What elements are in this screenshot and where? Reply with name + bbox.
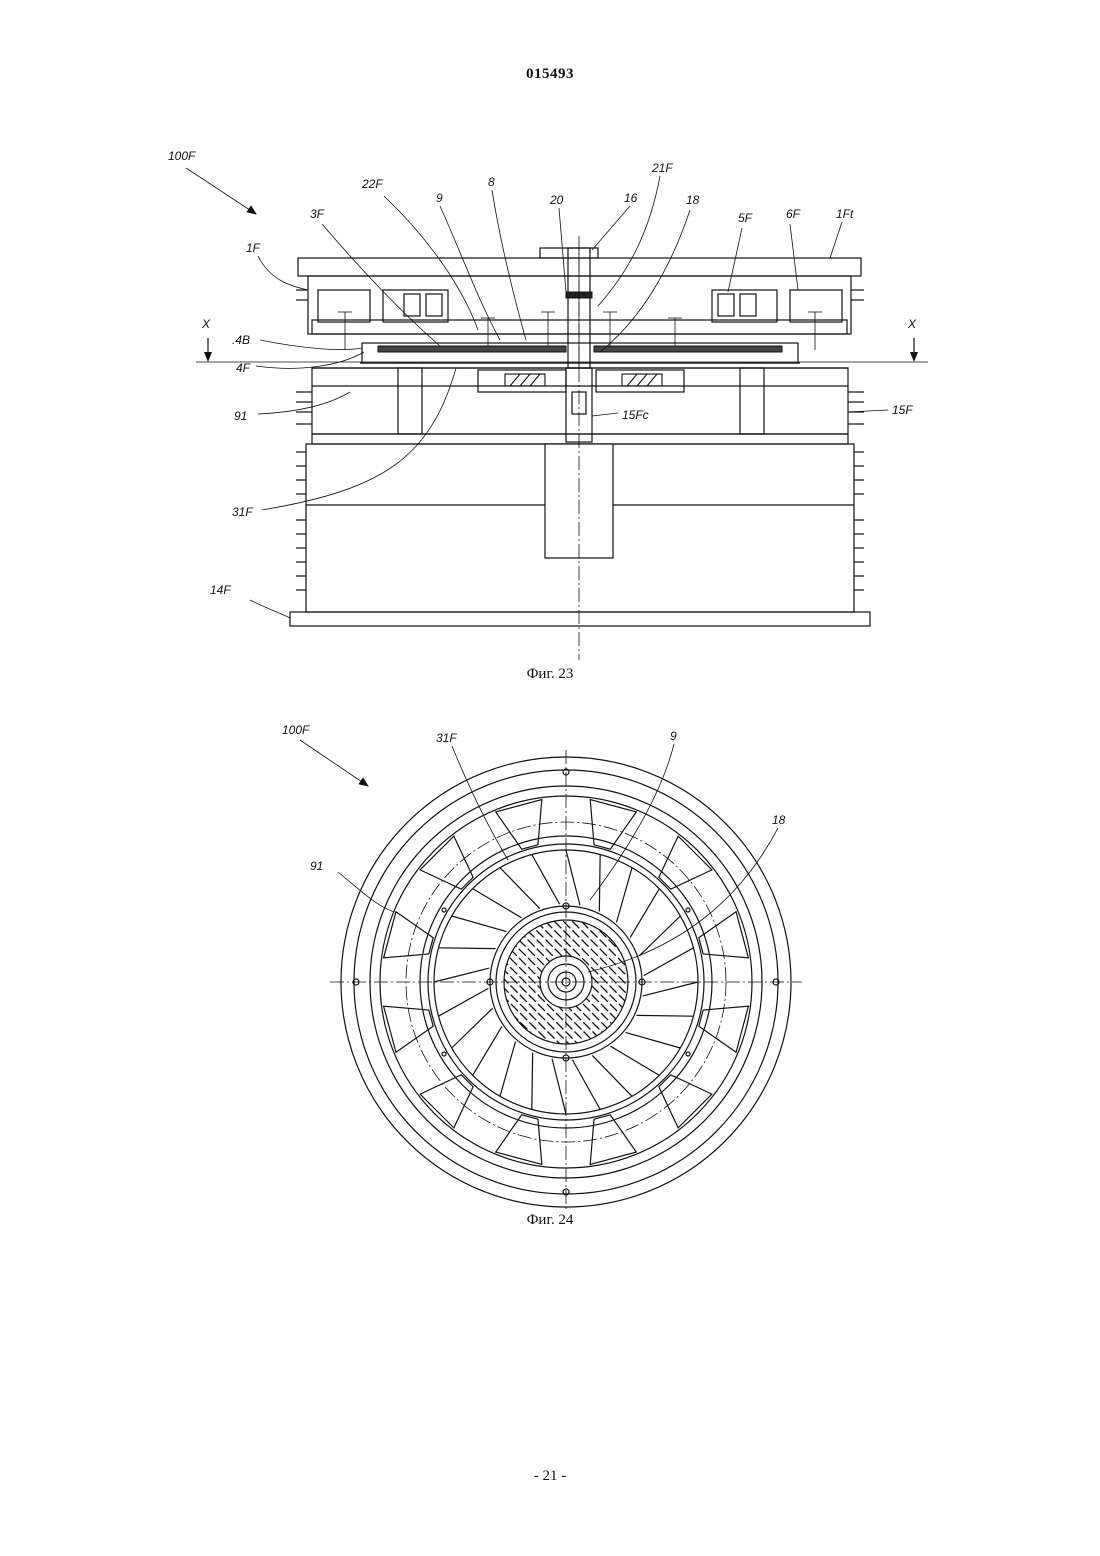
label-5F: 5F bbox=[738, 211, 753, 225]
inner-spoke bbox=[473, 889, 522, 918]
inner-spoke bbox=[438, 948, 495, 949]
motor-box-right bbox=[712, 290, 777, 322]
inner-spoke bbox=[643, 982, 698, 996]
inner-spoke bbox=[625, 1032, 680, 1048]
pad-left bbox=[378, 346, 566, 352]
inner-spoke bbox=[592, 1055, 632, 1096]
inner-spoke bbox=[566, 850, 580, 905]
fig24-label-9: 9 bbox=[670, 729, 677, 743]
inner-spoke bbox=[434, 968, 489, 982]
leader-lines bbox=[186, 168, 888, 618]
figure-23-caption: Фиг. 23 bbox=[0, 666, 1100, 683]
bolts bbox=[338, 312, 822, 350]
label-18: 18 bbox=[686, 193, 700, 207]
outer-blade-head bbox=[420, 1075, 473, 1128]
label-1Ft: 1Ft bbox=[836, 207, 854, 221]
inner-spoke bbox=[630, 889, 659, 938]
document-number: 015493 bbox=[0, 66, 1100, 83]
label-15F: 15F bbox=[892, 403, 913, 417]
page-number: - 21 - bbox=[0, 1468, 1100, 1485]
outer-blade-head bbox=[659, 836, 712, 889]
fig24-label-100F: 100F bbox=[282, 723, 310, 737]
label-1F: 1F bbox=[246, 241, 261, 255]
label-100F: 100F bbox=[168, 149, 196, 163]
label-14F: 14F bbox=[210, 583, 231, 597]
label-3F: 3F bbox=[310, 207, 325, 221]
label-31F: 31F bbox=[232, 505, 253, 519]
outer-blade-head bbox=[420, 836, 473, 889]
fig24-leader-lines bbox=[300, 740, 778, 972]
label-4F: 4F bbox=[236, 361, 251, 375]
inner-spoke bbox=[473, 1026, 502, 1075]
label-4B: .4B bbox=[232, 333, 250, 347]
inner-spoke bbox=[610, 1046, 659, 1075]
inner-spoke bbox=[644, 948, 694, 976]
inner-spoke bbox=[500, 1041, 516, 1096]
inner-spoke bbox=[639, 916, 680, 956]
inner-spoke bbox=[438, 988, 488, 1016]
base-plate bbox=[290, 612, 870, 626]
inner-spoke bbox=[616, 868, 632, 923]
inner-spoke bbox=[532, 854, 560, 904]
inner-spoke bbox=[637, 1015, 694, 1016]
label-21F: 21F bbox=[651, 161, 673, 175]
pad-right bbox=[594, 346, 782, 352]
label-9: 9 bbox=[436, 191, 443, 205]
figure-24-caption: Фиг. 24 bbox=[0, 1212, 1100, 1229]
label-15Fc: 15Fc bbox=[622, 408, 649, 422]
upper-housing bbox=[308, 276, 851, 334]
label-16: 16 bbox=[624, 191, 638, 205]
inner-spoke bbox=[500, 868, 540, 909]
fig24-label-18: 18 bbox=[772, 813, 786, 827]
inner-spoke bbox=[552, 1059, 566, 1114]
label-x-right: X bbox=[907, 317, 917, 331]
top-plate bbox=[298, 258, 861, 276]
label-20: 20 bbox=[549, 193, 564, 207]
inner-spoke bbox=[532, 1053, 533, 1110]
motor-box-left bbox=[318, 290, 370, 322]
figure-23-drawing: 100F 22F 9 8 20 16 21F 18 5F 6F 1Ft 3F 1… bbox=[0, 140, 1100, 680]
table-rim bbox=[312, 368, 848, 386]
shaft-cap bbox=[540, 248, 598, 258]
inner-spoke bbox=[452, 1008, 493, 1048]
figure-24-drawing: 100F 31F 9 18 91 bbox=[0, 715, 1100, 1215]
fig24-label-91: 91 bbox=[310, 859, 323, 873]
label-6F: 6F bbox=[786, 207, 801, 221]
inner-spoke bbox=[572, 1060, 600, 1110]
label-x-left: X bbox=[201, 317, 211, 331]
label-8: 8 bbox=[488, 175, 495, 189]
label-22F: 22F bbox=[361, 177, 383, 191]
fig24-label-31F: 31F bbox=[436, 731, 457, 745]
label-91: 91 bbox=[234, 409, 247, 423]
outer-blade-head bbox=[659, 1075, 712, 1128]
inner-spoke bbox=[599, 854, 600, 911]
inner-spoke bbox=[452, 916, 507, 932]
